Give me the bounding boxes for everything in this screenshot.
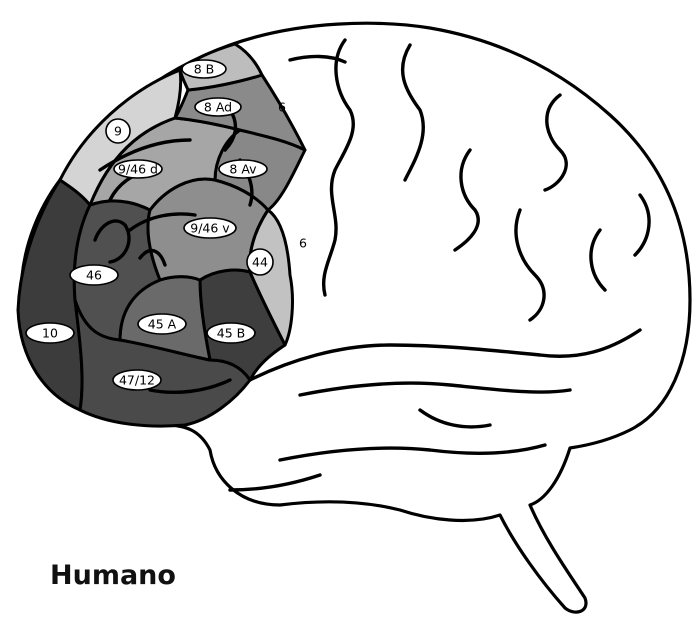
species-caption: Humano <box>50 560 176 591</box>
label-6-upper: 6 <box>278 100 286 115</box>
svg-text:9/46 v: 9/46 v <box>190 221 230 236</box>
sulcus <box>516 210 544 320</box>
svg-text:9: 9 <box>114 124 122 139</box>
label-9: 9 <box>106 119 130 143</box>
sulcus <box>455 150 478 250</box>
sulcus <box>280 445 545 460</box>
svg-text:47/12: 47/12 <box>119 373 155 388</box>
svg-text:44: 44 <box>252 255 268 270</box>
central-sulcus <box>324 40 354 295</box>
svg-text:6: 6 <box>278 100 286 115</box>
sulcus <box>545 95 566 190</box>
label-9-46v: 9/46 v <box>184 218 236 238</box>
label-44: 44 <box>247 249 273 275</box>
label-45b: 45 B <box>207 323 255 343</box>
svg-text:45 B: 45 B <box>217 326 245 341</box>
label-45a: 45 A <box>138 314 186 334</box>
svg-text:45 A: 45 A <box>148 317 177 332</box>
sulcus <box>420 410 490 427</box>
label-9-46d: 9/46 d <box>114 160 162 178</box>
sylvian-fissure <box>250 330 640 380</box>
svg-text:8 Av: 8 Av <box>229 162 257 177</box>
label-8av: 8 Av <box>219 160 267 178</box>
label-6-lower: 6 <box>299 236 307 251</box>
svg-text:8 Ad: 8 Ad <box>204 100 232 115</box>
svg-text:10: 10 <box>42 326 58 341</box>
label-46: 46 <box>70 265 118 285</box>
label-47-12: 47/12 <box>113 370 161 390</box>
label-8b: 8 B <box>182 60 226 78</box>
label-8ad: 8 Ad <box>195 98 241 116</box>
label-10: 10 <box>26 323 74 343</box>
sulcus <box>635 195 649 255</box>
svg-text:8 B: 8 B <box>194 62 215 77</box>
svg-text:6: 6 <box>299 236 307 251</box>
sulcus <box>230 475 320 490</box>
sulcus <box>591 230 605 290</box>
svg-text:46: 46 <box>86 268 102 283</box>
svg-text:9/46 d: 9/46 d <box>118 162 158 177</box>
sulcus <box>300 383 570 395</box>
sulcus <box>403 45 424 180</box>
